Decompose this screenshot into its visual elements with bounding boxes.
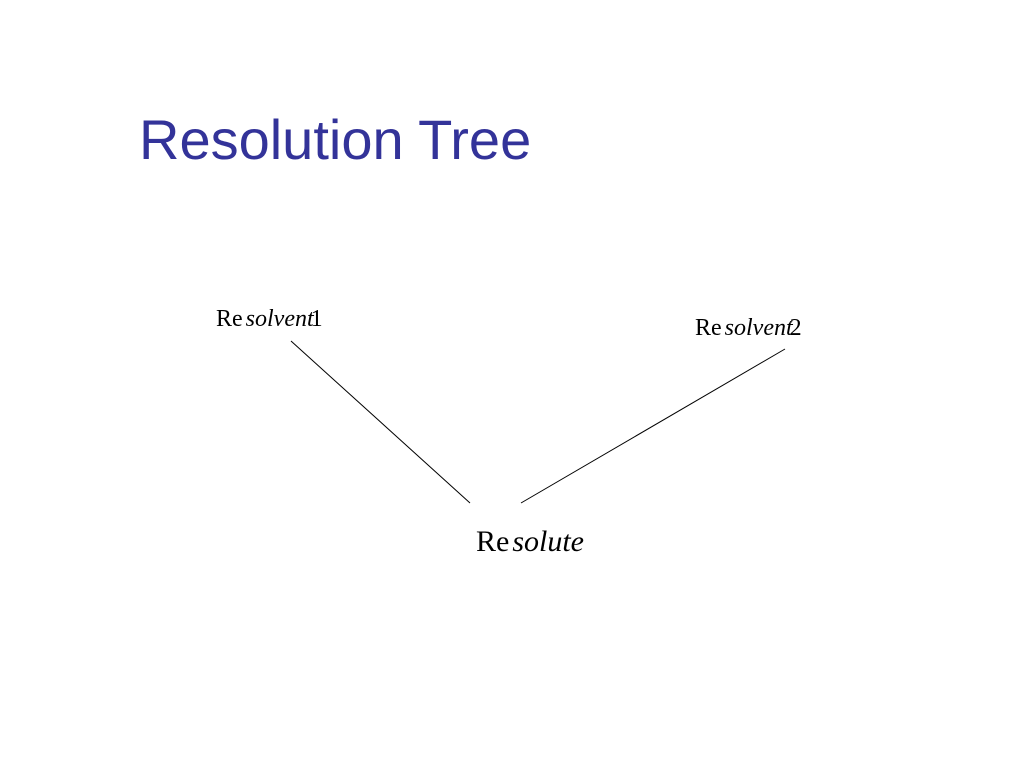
edge-resolvent2-to-resolute	[520, 348, 786, 504]
node-resolvent1-word: solvent	[245, 306, 314, 332]
node-resolute-word: solute	[512, 525, 584, 558]
node-resolvent1-index: 1	[310, 306, 323, 332]
node-resolvent2-word: solvent	[724, 315, 793, 341]
slide-title: Resolution Tree	[139, 108, 532, 171]
node-resolvent1-prefix: Re	[216, 306, 243, 332]
node-resolvent2-prefix: Re	[695, 315, 722, 341]
node-resolute-prefix: Re	[476, 525, 510, 558]
node-resolvent2-index: 2	[789, 315, 802, 341]
edge-resolvent1-to-resolute	[290, 340, 471, 504]
